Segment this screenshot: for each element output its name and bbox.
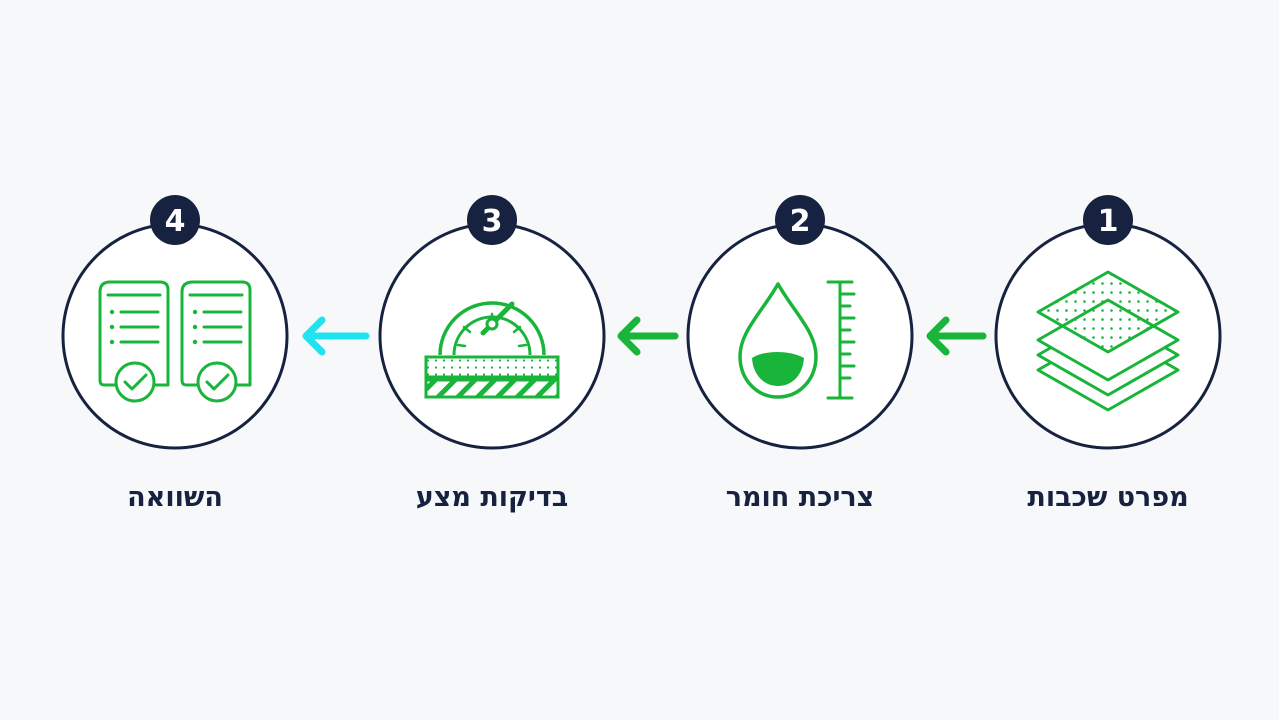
droplet-ruler-icon bbox=[738, 280, 856, 400]
arrow-3-to-4 bbox=[302, 316, 370, 356]
step-4-circle bbox=[61, 222, 289, 450]
step-4-label: השוואה bbox=[127, 482, 223, 513]
step-3-label: בדיקות מצע bbox=[415, 482, 569, 513]
document-right-icon bbox=[180, 280, 252, 403]
document-left-icon bbox=[98, 280, 170, 403]
step-1-badge: 1 bbox=[1083, 195, 1133, 245]
step-1-number: 1 bbox=[1098, 204, 1119, 239]
step-1-label: מפרט שכבות bbox=[1027, 482, 1189, 513]
gauge-substrate-icon bbox=[424, 301, 560, 399]
arrow-2-to-3 bbox=[617, 316, 679, 356]
step-4-badge: 4 bbox=[150, 195, 200, 245]
compare-documents-icon bbox=[98, 280, 252, 403]
step-3-number: 3 bbox=[482, 204, 503, 239]
step-3-badge: 3 bbox=[467, 195, 517, 245]
step-4-number: 4 bbox=[165, 204, 186, 239]
step-2-badge: 2 bbox=[775, 195, 825, 245]
step-2-label: צריכת חומר bbox=[725, 482, 875, 513]
step-2-number: 2 bbox=[790, 204, 811, 239]
arrow-1-to-2 bbox=[926, 316, 987, 356]
layers-icon bbox=[1036, 270, 1180, 412]
